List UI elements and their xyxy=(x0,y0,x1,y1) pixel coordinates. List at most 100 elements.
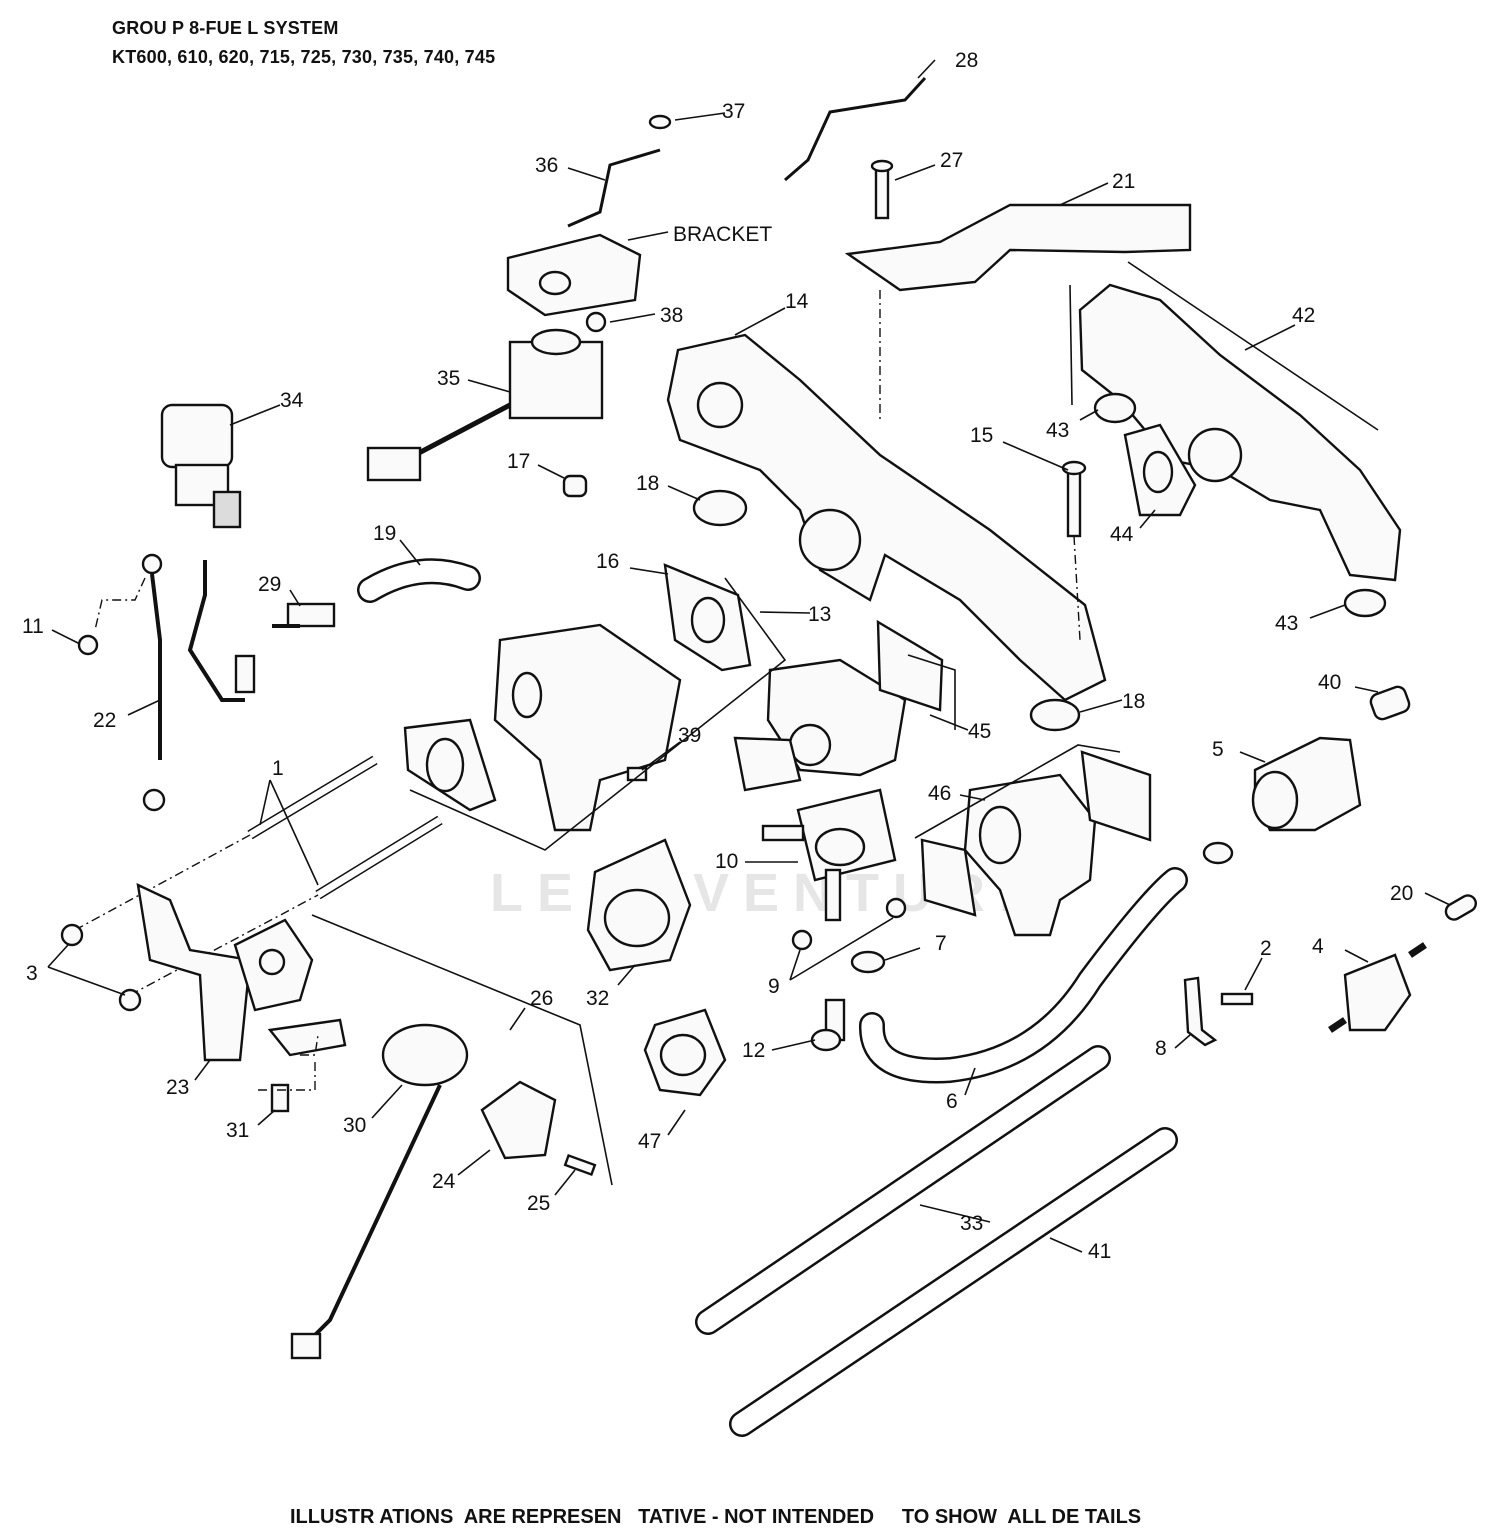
callout-43-upper: 43 xyxy=(1046,419,1069,442)
callout-20: 20 xyxy=(1390,882,1413,905)
callout-18-lower: 18 xyxy=(1122,690,1145,713)
part-45-carburetor xyxy=(733,619,944,792)
part-9-screws xyxy=(791,897,907,951)
callout-24: 24 xyxy=(432,1170,456,1193)
callout-27: 27 xyxy=(940,149,963,172)
part-3-nuts xyxy=(60,923,142,1012)
part-19-hose xyxy=(357,558,481,603)
part-35-stepper-motor xyxy=(366,328,604,482)
callout-17: 17 xyxy=(507,450,530,473)
part-15-bolt xyxy=(1061,460,1087,641)
part-10-fuel-filter xyxy=(761,788,897,922)
part-7-clamp xyxy=(850,950,886,974)
callout-21: 21 xyxy=(1112,170,1135,193)
callout-46: 46 xyxy=(928,782,951,805)
part-34-actuator xyxy=(160,403,242,529)
callout-30: 30 xyxy=(343,1114,366,1137)
callout-31: 31 xyxy=(226,1119,249,1142)
carb-gasket xyxy=(403,718,497,812)
part-29-fitting xyxy=(272,602,336,628)
leader-lines xyxy=(47,59,1451,1253)
part-30-sensor xyxy=(290,1023,469,1360)
part-12-fitting xyxy=(810,998,846,1052)
part-1-studs xyxy=(74,755,443,996)
diagram-title: GROU P 8-FUE L SYSTEM xyxy=(112,18,339,38)
callout-45: 45 xyxy=(968,720,991,743)
part-44-gasket xyxy=(1123,423,1197,517)
part-6-fuel-hose xyxy=(859,867,1188,1084)
callout-18-upper: 18 xyxy=(636,472,659,495)
callout-34: 34 xyxy=(280,389,304,412)
callout-29: 29 xyxy=(258,573,281,596)
part-25-screw xyxy=(563,1153,597,1177)
callout-11: 11 xyxy=(22,615,44,638)
callout-labels: 28 37 27 36 21 BRACKET 14 38 42 35 34 43… xyxy=(22,49,1413,1263)
callout-43-lower: 43 xyxy=(1275,612,1298,635)
part-27-pin xyxy=(870,159,894,220)
callout-16: 16 xyxy=(596,550,619,573)
callout-25: 25 xyxy=(527,1192,550,1215)
part-38-screw xyxy=(585,311,607,333)
callout-19: 19 xyxy=(373,522,396,545)
callout-26: 26 xyxy=(530,987,553,1010)
callout-13: 13 xyxy=(808,603,831,626)
part-43-seal-upper xyxy=(1093,392,1137,424)
callout-15: 15 xyxy=(970,424,993,447)
callout-12: 12 xyxy=(742,1039,765,1062)
callout-23: 23 xyxy=(166,1076,189,1099)
callout-2: 2 xyxy=(1260,937,1272,960)
callout-36: 36 xyxy=(535,154,558,177)
callout-28: 28 xyxy=(955,49,978,72)
callout-7: 7 xyxy=(935,932,947,955)
callout-44: 44 xyxy=(1110,523,1134,546)
callout-22: 22 xyxy=(93,709,116,732)
callout-41: 41 xyxy=(1088,1240,1111,1263)
model-list: KT600, 610, 620, 715, 725, 730, 735, 740… xyxy=(112,47,496,67)
callout-3: 3 xyxy=(26,962,38,985)
callout-39: 39 xyxy=(678,724,701,747)
hose-clamp xyxy=(1202,841,1234,865)
part-37-nut xyxy=(648,114,672,130)
callout-40: 40 xyxy=(1318,671,1341,694)
part-36-rod xyxy=(567,148,661,228)
part-43-seal-lower xyxy=(1343,588,1387,618)
callout-33: 33 xyxy=(960,1212,983,1235)
part-33-hose xyxy=(695,1045,1111,1335)
callout-32: 32 xyxy=(586,987,609,1010)
part-39-nozzle xyxy=(626,766,648,782)
part-5-fuel-filter xyxy=(1251,736,1362,832)
callout-14: 14 xyxy=(785,290,809,313)
part-14-intake-manifold xyxy=(666,333,1107,702)
disclaimer-footer: ILLUSTR ATIONS ARE REPRESEN TATIVE - NOT… xyxy=(290,1506,1142,1528)
callout-6: 6 xyxy=(946,1090,958,1113)
callout-1: 1 xyxy=(272,757,284,780)
callout-4: 4 xyxy=(1312,935,1324,958)
callout-42: 42 xyxy=(1292,304,1315,327)
bracket-part xyxy=(506,233,642,317)
part-8-clip xyxy=(1183,976,1218,1047)
part-18-gasket-upper xyxy=(692,489,748,527)
part-18-gasket-lower xyxy=(1029,698,1081,732)
part-24-gasket xyxy=(480,1080,557,1160)
callout-47: 47 xyxy=(638,1130,661,1153)
part-28-linkage-rod xyxy=(784,76,927,182)
part-13-carburetor xyxy=(493,623,682,832)
callout-5: 5 xyxy=(1212,738,1224,761)
part-40-spacer xyxy=(1369,685,1411,721)
part-42-intake-manifold xyxy=(1078,283,1402,582)
part-22-ground-wire xyxy=(94,553,256,812)
callout-9: 9 xyxy=(768,975,780,998)
part-21-throttle-lever xyxy=(844,203,1192,420)
part-31-screw xyxy=(270,1083,290,1113)
part-4-fuel-filter xyxy=(1328,942,1427,1033)
callout-bracket: BRACKET xyxy=(673,223,772,246)
part-17-spacer xyxy=(562,474,588,498)
callout-35: 35 xyxy=(437,367,460,390)
part-26-throttle-body-assembly xyxy=(233,918,347,1057)
part-20-pin xyxy=(1444,894,1477,921)
part-11-screw xyxy=(77,634,99,656)
part-46-carburetor xyxy=(920,750,1152,937)
part-47-fuel-pump xyxy=(643,1008,727,1097)
part-41-hose xyxy=(729,1127,1178,1437)
